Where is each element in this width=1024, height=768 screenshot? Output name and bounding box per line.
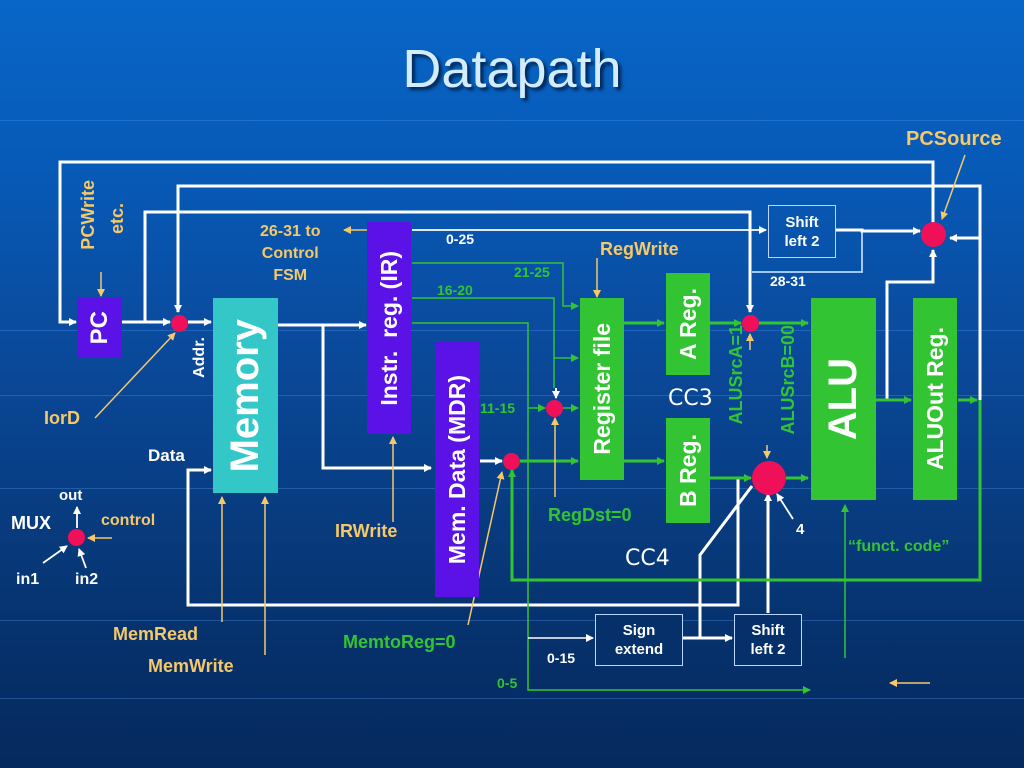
background-line bbox=[0, 620, 1024, 621]
page-title: Datapath bbox=[402, 39, 622, 99]
legend-control-label: control bbox=[101, 512, 156, 529]
regdst-label: RegDst=0 bbox=[548, 505, 632, 525]
memread-label: MemRead bbox=[113, 624, 199, 644]
ctrl-pcsource-arrow bbox=[940, 154, 966, 220]
wire-memory-to-mdr bbox=[321, 325, 432, 472]
legend-in2-label: in2 bbox=[75, 571, 99, 588]
wire-const-4 bbox=[776, 493, 794, 520]
a-reg-label: A Reg. bbox=[674, 288, 701, 360]
bits-0-5-label: 0-5 bbox=[497, 675, 518, 691]
legend-mux-dot bbox=[68, 529, 85, 546]
cc3-label: CC3 bbox=[668, 386, 713, 411]
bits-21-25-label: 21-25 bbox=[514, 264, 550, 280]
pc-label: PC bbox=[85, 311, 113, 345]
wire-pc-28-31 bbox=[752, 230, 863, 273]
aluout-label: ALUOut Reg. bbox=[921, 327, 948, 471]
shift-top-line2: left 2 bbox=[784, 232, 820, 250]
memory-label: Memory bbox=[223, 318, 267, 473]
background-line bbox=[0, 120, 1024, 121]
irwrite-label: IRWrite bbox=[335, 521, 398, 541]
alu-label: ALU bbox=[821, 357, 865, 441]
register-file: Register file bbox=[580, 298, 624, 480]
wire-shift-top-out bbox=[835, 227, 921, 235]
instruction-register: Instr. reg. (IR) bbox=[367, 222, 411, 434]
legend-in2-arrow bbox=[77, 548, 87, 569]
sign-extend-block: Sign extend bbox=[595, 614, 683, 666]
background-line bbox=[0, 330, 1024, 331]
alu-block: ALU bbox=[811, 298, 876, 500]
legend-out-label: out bbox=[59, 487, 83, 504]
data-label: Data bbox=[148, 446, 185, 465]
b-register: B Reg. bbox=[666, 418, 710, 523]
shift-top-line1: Shift bbox=[785, 213, 819, 231]
b-reg-label: B Reg. bbox=[674, 434, 701, 507]
shift-bottom-line2: left 2 bbox=[750, 641, 786, 658]
wire-aluout-to-addr bbox=[174, 184, 982, 400]
pcwrite-label: PCWrite bbox=[78, 180, 98, 250]
alusrca-mux bbox=[742, 315, 759, 332]
ir-label: Instr. reg. (IR) bbox=[375, 250, 402, 406]
memtoreg-label: MemtoReg=0 bbox=[343, 632, 456, 652]
iord-mux bbox=[171, 315, 188, 332]
regwrite-label: RegWrite bbox=[600, 239, 679, 259]
regdst-mux bbox=[546, 400, 563, 417]
control-fsm-line1: 26-31 to bbox=[260, 223, 321, 240]
register-file-label: Register file bbox=[588, 323, 615, 455]
legend-in1-label: in1 bbox=[16, 571, 40, 588]
alusrcb-label: ALUSrcB=00 bbox=[778, 325, 798, 435]
control-fsm-line2: Control bbox=[261, 245, 319, 262]
bits-28-31-label: 28-31 bbox=[770, 273, 806, 289]
wire-b-to-memdata bbox=[186, 466, 740, 607]
sign-extend-line1: Sign bbox=[622, 622, 656, 639]
background-line bbox=[0, 395, 1024, 396]
wire-aluout-to-memtoreg bbox=[508, 400, 982, 582]
memwrite-label: MemWrite bbox=[148, 656, 234, 676]
memory-data-register: Mem. Data (MDR) bbox=[435, 342, 479, 597]
addr-label: Addr. bbox=[191, 337, 208, 378]
control-fsm-label: 26-31 to Control FSM bbox=[260, 221, 320, 287]
wire-ir-21-25 bbox=[412, 262, 579, 310]
bits-11-15-label: 11-15 bbox=[480, 400, 516, 416]
control-fsm-line3: FSM bbox=[273, 267, 308, 284]
ctrl-iord-arrow bbox=[94, 332, 176, 419]
bits-16-20-label: 16-20 bbox=[437, 282, 473, 298]
shift-bottom-line1: Shift bbox=[751, 622, 785, 639]
iord-label: IorD bbox=[44, 408, 80, 428]
alusrcb-mux bbox=[752, 461, 786, 495]
pc-register: PC bbox=[77, 298, 122, 358]
background-line bbox=[0, 698, 1024, 699]
wire-pc-to-alusrca bbox=[143, 210, 754, 322]
pcwrite-etc-label: etc. bbox=[107, 203, 127, 235]
bits-0-15-label: 0-15 bbox=[547, 650, 576, 666]
aluout-register: ALUOut Reg. bbox=[913, 298, 957, 500]
mdr-label: Mem. Data (MDR) bbox=[443, 374, 470, 565]
shift-left-2-branch: Shift left 2 bbox=[734, 614, 802, 666]
wire-signext-to-alusrcb bbox=[698, 485, 754, 638]
sign-extend-line2: extend bbox=[614, 641, 664, 658]
wire-ir-16-20 bbox=[412, 297, 555, 388]
bits-0-25-label: 0-25 bbox=[446, 231, 475, 247]
funct-code-label: “funct. code” bbox=[848, 538, 950, 555]
wire-alu-to-pcsource bbox=[885, 249, 937, 400]
pcsource-mux bbox=[921, 222, 946, 247]
a-register: A Reg. bbox=[666, 273, 710, 375]
wire-ir-11-15-path bbox=[412, 322, 811, 694]
legend-in1-arrow bbox=[42, 545, 68, 564]
shift-left-2-jump: Shift left 2 bbox=[768, 205, 836, 258]
alusrca-label: ALUSrcA=1 bbox=[726, 325, 746, 425]
ctrl-memtoreg-arrow bbox=[467, 471, 505, 626]
memtoreg-mux bbox=[503, 453, 520, 470]
pcsource-label: PCSource bbox=[906, 128, 1002, 150]
constant-4-label: 4 bbox=[796, 521, 805, 538]
memory-block: Memory bbox=[213, 298, 278, 493]
legend-mux-label: MUX bbox=[11, 513, 51, 533]
cc4-label: CC4 bbox=[625, 546, 670, 571]
